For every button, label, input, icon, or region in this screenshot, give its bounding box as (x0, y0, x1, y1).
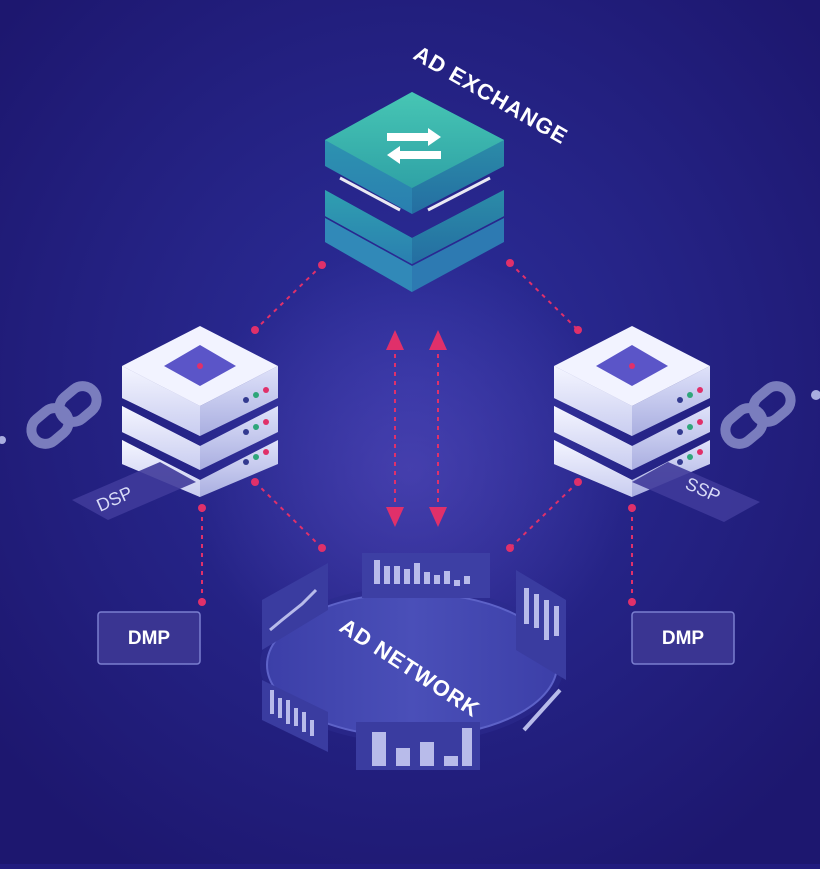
dmp-left-label: DMP (128, 628, 171, 649)
chart-panel-front-left (262, 680, 328, 752)
dsp-label-tag: DSP (72, 462, 196, 520)
chart-panel-back (362, 553, 490, 598)
chart-panel-left (262, 563, 328, 650)
edge-dot-right (811, 390, 820, 400)
chart-panel-front (356, 722, 480, 770)
connector-lines (201, 262, 633, 602)
ad-network-node: AD NETWORK (260, 553, 566, 770)
edge-dot-left (0, 436, 6, 444)
chart-panel-right (516, 570, 566, 732)
dmp-right-label: DMP (662, 628, 705, 649)
swap-arrows-icon (387, 128, 441, 164)
chain-link-icon (720, 381, 796, 449)
dmp-box-right: DMP (631, 611, 735, 665)
ad-exchange-node (325, 92, 504, 292)
chain-link-icon (26, 381, 102, 449)
dmp-box-left: DMP (97, 611, 201, 665)
bidirectional-arrows-icon (386, 330, 447, 527)
connector-dots (198, 259, 636, 606)
ssp-server-node (554, 326, 710, 497)
